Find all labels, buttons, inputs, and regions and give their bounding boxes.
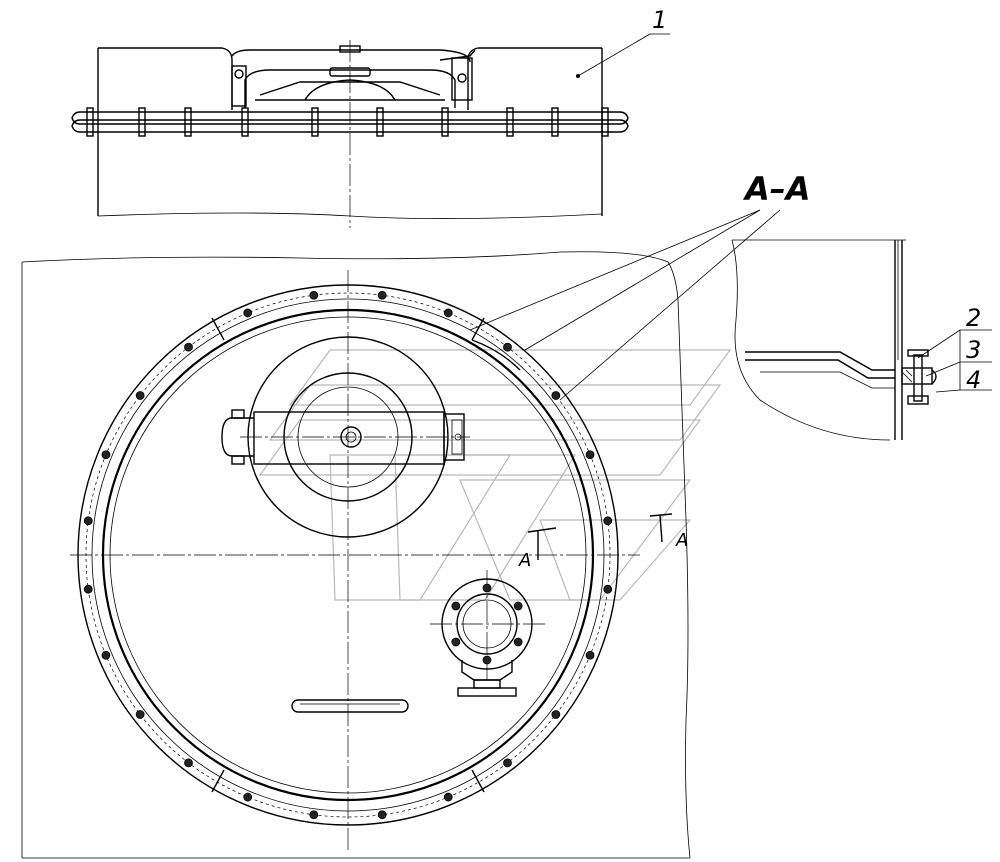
port-flange [430, 570, 545, 697]
callout-4: 4 [966, 366, 981, 394]
section-mark-left: A [518, 550, 531, 571]
bolt [184, 758, 193, 768]
bolt-side [376, 107, 384, 137]
bolt-side [601, 107, 609, 137]
section-mark-right: A [675, 530, 688, 551]
bolt [503, 758, 512, 768]
bolt [551, 710, 561, 719]
bolt [513, 601, 523, 611]
bolt-side [184, 107, 192, 137]
section-marks: A A [518, 513, 688, 571]
bolt-side [441, 107, 449, 137]
bolt [603, 584, 613, 594]
watermark-logo [258, 349, 732, 601]
bolt [585, 450, 595, 460]
bolt [243, 792, 253, 802]
bolt-side [311, 107, 319, 137]
bolt [101, 450, 111, 460]
bolt [377, 290, 387, 300]
detail-section-aa [731, 239, 937, 441]
bolt-side [551, 107, 559, 137]
handle [291, 699, 409, 713]
bolt-side [138, 107, 146, 137]
hatch-lid [221, 336, 470, 538]
bolt [135, 710, 145, 719]
bolt [135, 391, 145, 400]
callouts: 1 A–A 2 3 4 [469, 6, 992, 401]
bolt [83, 584, 93, 594]
flange-bolts-plan [83, 290, 613, 820]
bolt [309, 290, 319, 300]
callout-1: 1 [652, 6, 667, 34]
bolt [443, 308, 453, 318]
bolt [503, 342, 512, 352]
bolt [243, 308, 253, 318]
callout-3: 3 [966, 336, 981, 364]
bolt [83, 516, 93, 526]
bolt [451, 637, 461, 647]
bolt [551, 391, 561, 400]
bolt [443, 792, 453, 802]
bolt [184, 342, 193, 352]
bolt [513, 637, 523, 647]
side-view [71, 40, 629, 228]
bolt [377, 810, 387, 820]
bolt [482, 583, 492, 593]
bolt [585, 650, 595, 660]
callout-2: 2 [966, 304, 981, 332]
bolt [603, 516, 613, 526]
bolt [451, 601, 461, 611]
bolt [309, 810, 319, 820]
bolt-side [86, 107, 94, 137]
plan-view: A A [21, 251, 691, 859]
flange-bolts-side [86, 107, 609, 137]
bolt-side [506, 107, 514, 137]
bolt [101, 650, 111, 660]
bolt [482, 655, 492, 665]
section-title: A–A [742, 170, 811, 208]
